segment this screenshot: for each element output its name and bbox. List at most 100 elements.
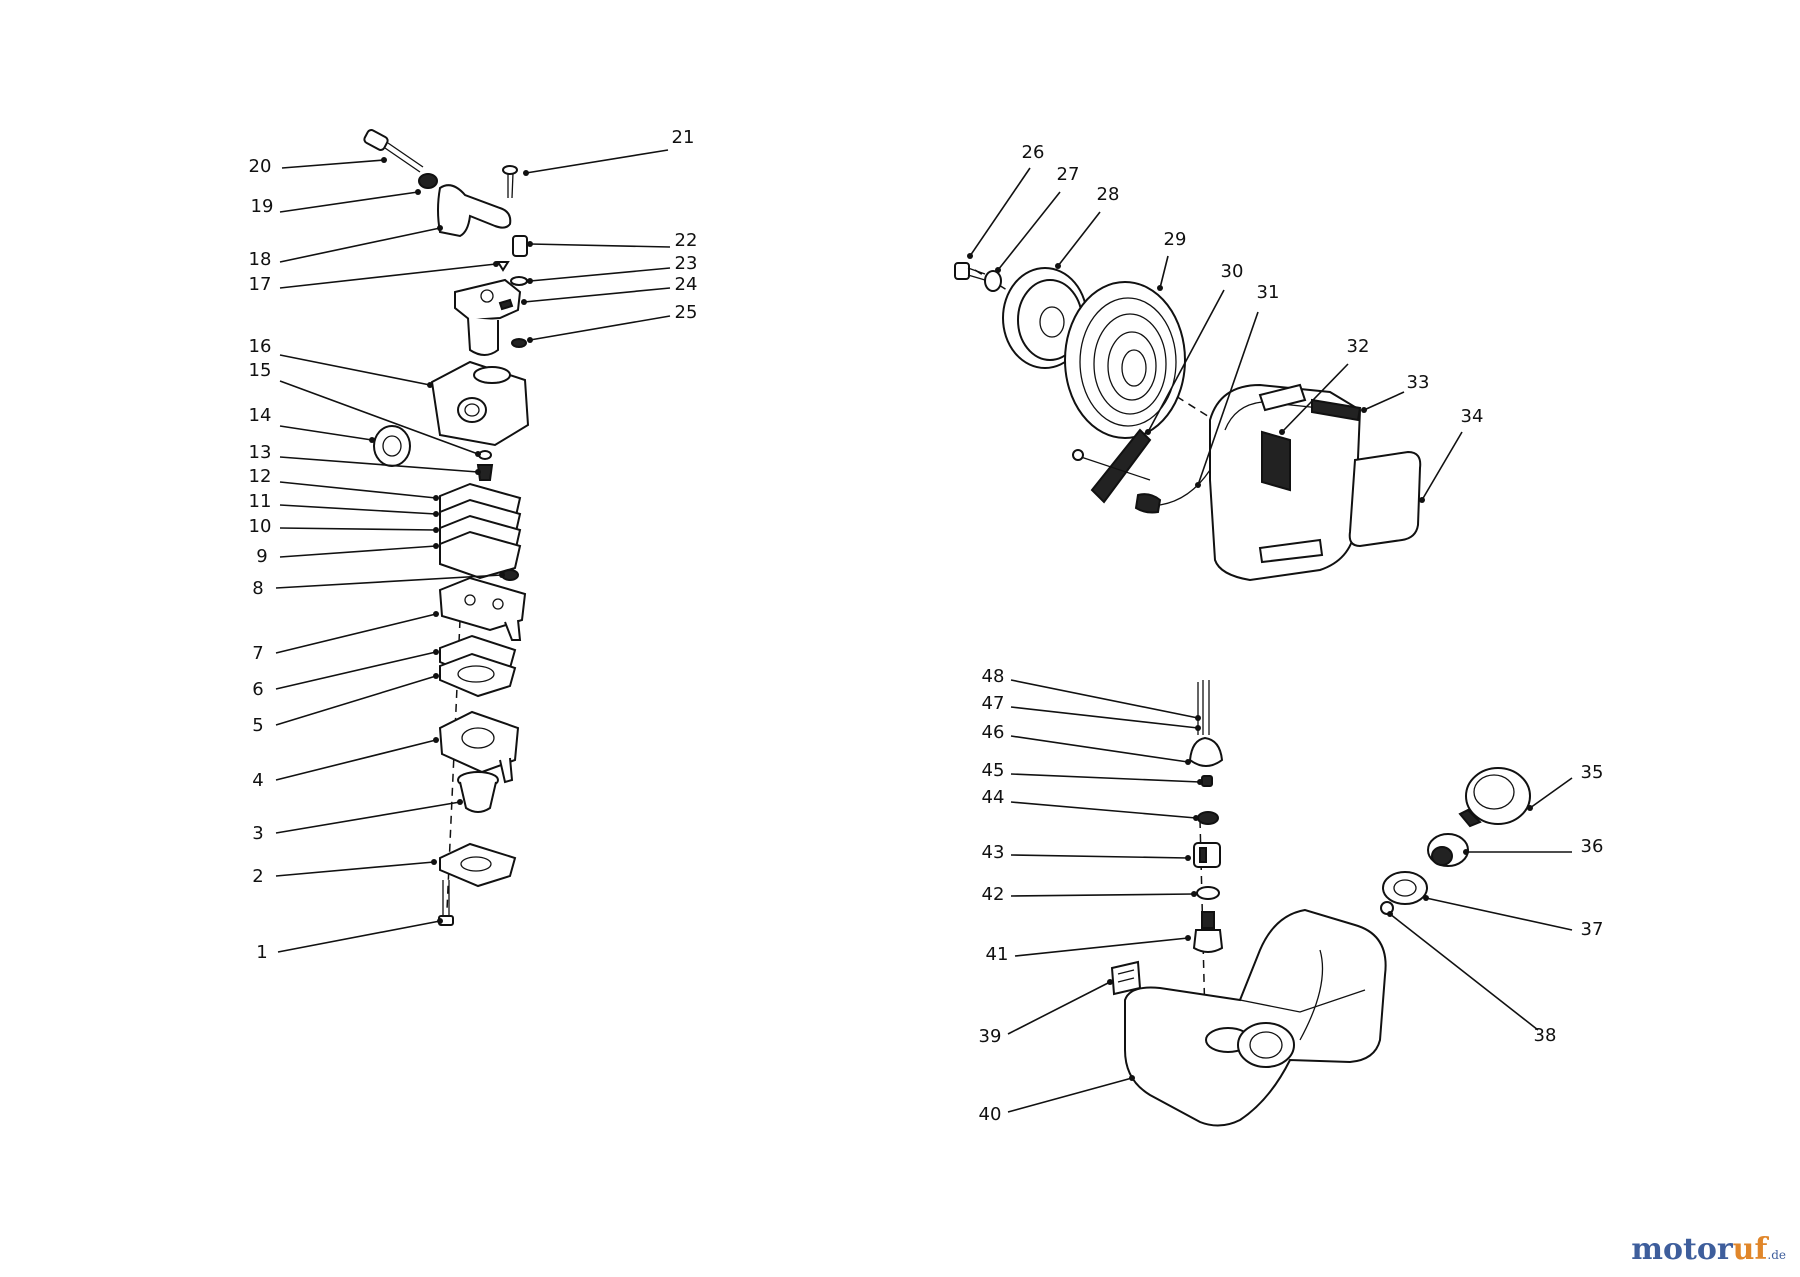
leader-dot-47 <box>1195 725 1201 731</box>
callout-38: 38 <box>1387 911 1556 1046</box>
callout-label-2: 2 <box>252 866 263 887</box>
callout-33: 33 <box>1361 372 1429 413</box>
leader-line-44 <box>1010 801 1197 819</box>
callout-label-14: 14 <box>249 405 272 426</box>
leader-dot-6 <box>433 649 439 655</box>
callout-15: 15 <box>249 360 481 457</box>
part-5-diaphragm <box>439 652 517 698</box>
leader-line-24 <box>523 287 671 303</box>
callout-43: 43 <box>982 842 1191 863</box>
callout-11: 11 <box>249 491 439 517</box>
part-42-washer <box>1196 886 1220 900</box>
callout-16: 16 <box>249 336 433 388</box>
part-37-gasket <box>1382 871 1428 905</box>
callout-8: 8 <box>252 572 505 599</box>
leader-line-5 <box>275 675 437 726</box>
callout-26: 26 <box>967 142 1044 259</box>
callout-label-8: 8 <box>252 578 263 599</box>
callout-label-10: 10 <box>249 516 272 537</box>
part-44-washer <box>1197 811 1219 825</box>
callout-label-42: 42 <box>982 884 1005 905</box>
callout-4: 4 <box>252 737 439 791</box>
leader-line-29 <box>1159 255 1169 289</box>
leader-line-12 <box>279 481 437 499</box>
leader-line-27 <box>997 191 1061 271</box>
leader-dot-15 <box>475 451 481 457</box>
leader-line-30 <box>1147 289 1225 433</box>
leader-line-26 <box>969 167 1031 257</box>
part-13-fitting <box>476 464 494 481</box>
callout-label-20: 20 <box>249 156 272 177</box>
callout-label-12: 12 <box>249 466 272 487</box>
callout-35: 35 <box>1527 762 1603 811</box>
callout-32: 32 <box>1279 336 1369 435</box>
callout-9: 9 <box>256 543 439 567</box>
callout-39: 39 <box>979 979 1113 1047</box>
leader-line-20 <box>281 159 385 169</box>
callout-label-5: 5 <box>252 715 263 736</box>
leader-line-23 <box>529 267 671 282</box>
callout-label-31: 31 <box>1257 282 1280 303</box>
callout-label-37: 37 <box>1581 919 1604 940</box>
callout-5: 5 <box>252 673 439 736</box>
leader-dot-27 <box>995 267 1001 273</box>
fuel-tank-assembly <box>1110 680 1531 1127</box>
leader-dot-31 <box>1195 482 1201 488</box>
callout-label-40: 40 <box>979 1104 1002 1125</box>
callout-10: 10 <box>249 516 439 537</box>
callout-label-43: 43 <box>982 842 1005 863</box>
callout-label-26: 26 <box>1022 142 1045 163</box>
part-34-gasket <box>1348 450 1422 548</box>
callout-label-11: 11 <box>249 491 272 512</box>
leader-dot-24 <box>521 299 527 305</box>
part-16-carb-body <box>430 360 530 447</box>
leader-dot-43 <box>1185 855 1191 861</box>
leader-dot-14 <box>369 437 375 443</box>
part-23-washer <box>510 276 528 286</box>
leader-line-48 <box>1010 679 1199 719</box>
part-27-washer <box>984 270 1002 292</box>
leader-line-25 <box>529 315 671 341</box>
callout-13: 13 <box>249 442 481 475</box>
leader-dot-34 <box>1419 497 1425 503</box>
part-2-gasket <box>439 842 517 888</box>
callout-label-48: 48 <box>982 666 1005 687</box>
part-35-cap <box>1458 767 1531 828</box>
leader-dot-10 <box>433 527 439 533</box>
callout-label-38: 38 <box>1534 1025 1557 1046</box>
callout-label-28: 28 <box>1097 184 1120 205</box>
callout-47: 47 <box>982 693 1201 731</box>
callout-label-4: 4 <box>252 770 263 791</box>
callout-17: 17 <box>249 261 499 295</box>
callout-28: 28 <box>1055 184 1119 269</box>
leader-dot-44 <box>1193 815 1199 821</box>
part-26-bolt <box>954 262 986 281</box>
leader-dot-17 <box>493 261 499 267</box>
callout-label-41: 41 <box>986 944 1009 965</box>
callout-label-46: 46 <box>982 722 1005 743</box>
part-19-nut <box>418 173 438 189</box>
callout-label-32: 32 <box>1347 336 1370 357</box>
callout-label-29: 29 <box>1164 229 1187 250</box>
callout-6: 6 <box>252 649 439 700</box>
callout-41: 41 <box>986 935 1191 965</box>
leader-dot-40 <box>1129 1075 1135 1081</box>
leader-dot-39 <box>1107 979 1113 985</box>
leader-line-45 <box>1010 773 1201 783</box>
callout-label-16: 16 <box>249 336 272 357</box>
callout-21: 21 <box>523 127 694 176</box>
part-43-filter <box>1193 842 1221 868</box>
callout-label-17: 17 <box>249 274 272 295</box>
callout-label-15: 15 <box>249 360 272 381</box>
callout-44: 44 <box>982 787 1199 821</box>
part-22-knob <box>512 235 528 257</box>
callout-36: 36 <box>1463 836 1603 857</box>
callout-7: 7 <box>252 611 439 664</box>
callout-14: 14 <box>249 405 375 443</box>
leader-line-32 <box>1281 363 1349 433</box>
callout-label-30: 30 <box>1221 261 1244 282</box>
callout-label-9: 9 <box>256 546 267 567</box>
part-45-fitting <box>1201 775 1213 787</box>
leader-dot-42 <box>1191 891 1197 897</box>
